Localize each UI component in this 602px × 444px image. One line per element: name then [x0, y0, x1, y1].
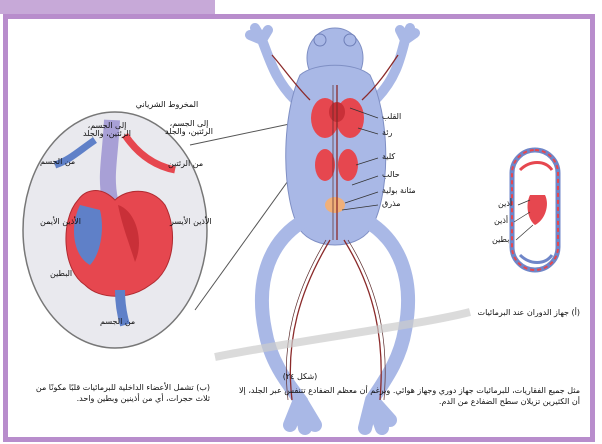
- caption-a: (أ) جهاز الدوران عند البرمائيات: [420, 308, 580, 319]
- label-lung: رئة: [382, 129, 392, 137]
- label-left-atrium: الأذين الأيسر: [170, 218, 212, 226]
- caption-b: (ب) تشمل الأعضاء الداخلية للبرمائيات قلب…: [30, 383, 210, 405]
- label-ventricle: البطين: [50, 270, 72, 278]
- label-ventricle-a: بطين: [492, 236, 509, 244]
- heart-zoom-illustration: [23, 112, 207, 348]
- label-atrium-b: أذين: [494, 217, 508, 225]
- circulation-diagram: [512, 150, 558, 270]
- label-heart: القلب: [382, 113, 401, 121]
- label-cloaca: مذرق: [382, 200, 401, 208]
- label-ureter: حالب: [382, 171, 400, 179]
- label-atrium-a: أذين: [498, 200, 512, 208]
- frog-illustration: [250, 28, 415, 428]
- label-urinary-bladder: مثانة بولية: [382, 187, 416, 195]
- label-kidney: كلية: [382, 153, 395, 161]
- label-from-body-bottom: من الجسم: [100, 318, 135, 326]
- label-right-atrium: الأذين الأيمن: [40, 218, 81, 226]
- label-to-body-lungs-skin-1: إلى الجسم، الرئتين، والجلد: [78, 122, 136, 139]
- figure-number: (شكل ٢٤): [270, 372, 330, 383]
- label-arterial-cone: المخروط الشرياني: [128, 101, 206, 109]
- label-from-body: من الجسم: [40, 158, 75, 166]
- caption-main: مثل جميع الفقاريات، للبرمائيات جهاز دوري…: [230, 386, 580, 408]
- label-to-body-lungs-skin-2: إلى الجسم، الرئتين، والجلد: [162, 120, 216, 137]
- label-from-lungs: من الرئتين: [168, 160, 203, 168]
